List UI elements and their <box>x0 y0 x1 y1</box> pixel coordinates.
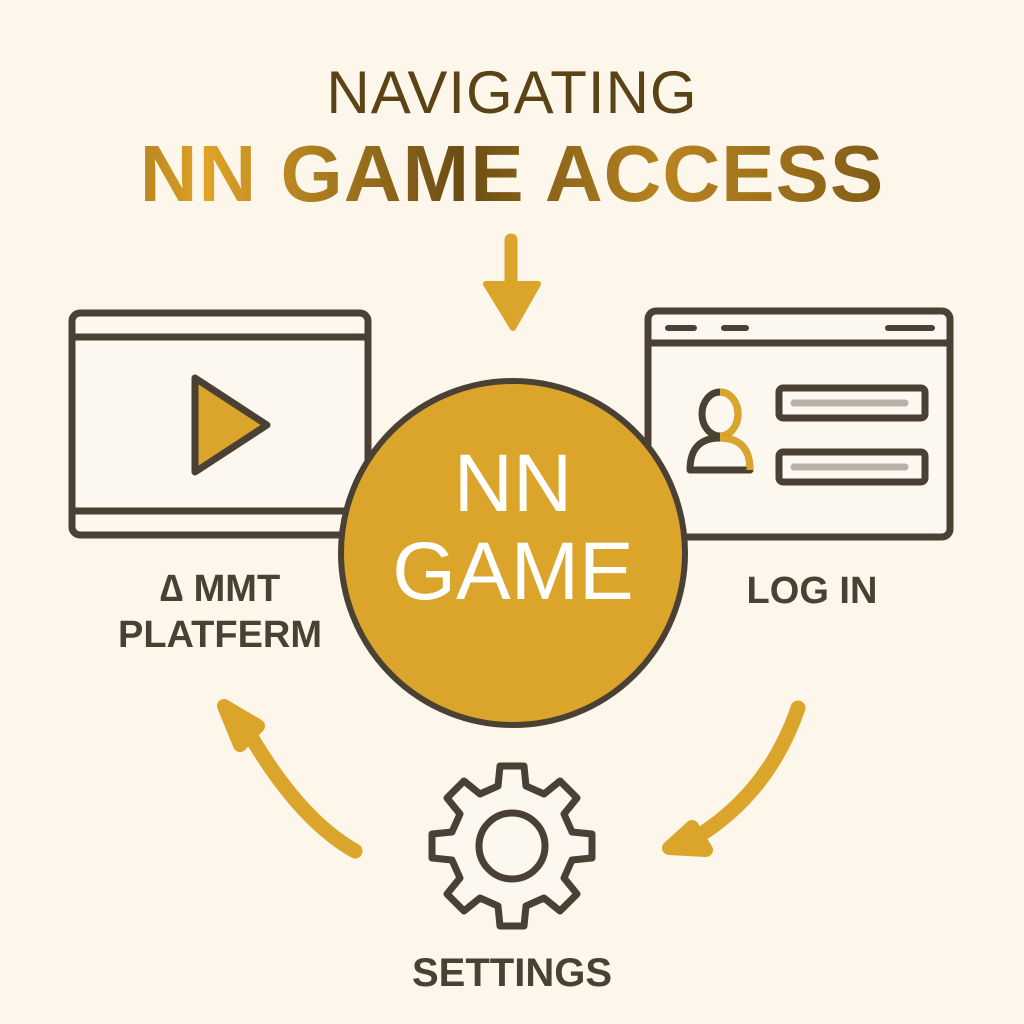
login-label: LOG IN <box>746 570 878 612</box>
curved-arrow-up-left-icon <box>217 699 363 859</box>
center-label-line-1: NN <box>453 438 573 529</box>
nn-game-circle <box>338 378 688 728</box>
username-field <box>775 384 929 422</box>
center-label: NN GAME <box>338 440 688 616</box>
title-line-2: NN GAME ACCESS <box>0 128 1024 220</box>
settings-label: SETTINGS <box>411 951 613 995</box>
video-player-icon <box>68 309 372 539</box>
platform-label-line-2: PLATFERM <box>117 614 323 656</box>
title-line-1: NAVIGATING <box>326 59 698 126</box>
gear-icon <box>428 762 596 930</box>
platform-label: ∆ MMT PLATFERM <box>100 566 340 658</box>
password-field <box>775 448 929 486</box>
user-avatar-icon <box>686 388 754 474</box>
down-arrow-icon <box>483 233 541 331</box>
center-label-line-2: GAME <box>392 526 634 617</box>
platform-label-line-1: ∆ MMT <box>159 568 281 610</box>
curved-arrow-down-left-icon <box>662 700 806 857</box>
login-window-icon <box>644 307 954 541</box>
